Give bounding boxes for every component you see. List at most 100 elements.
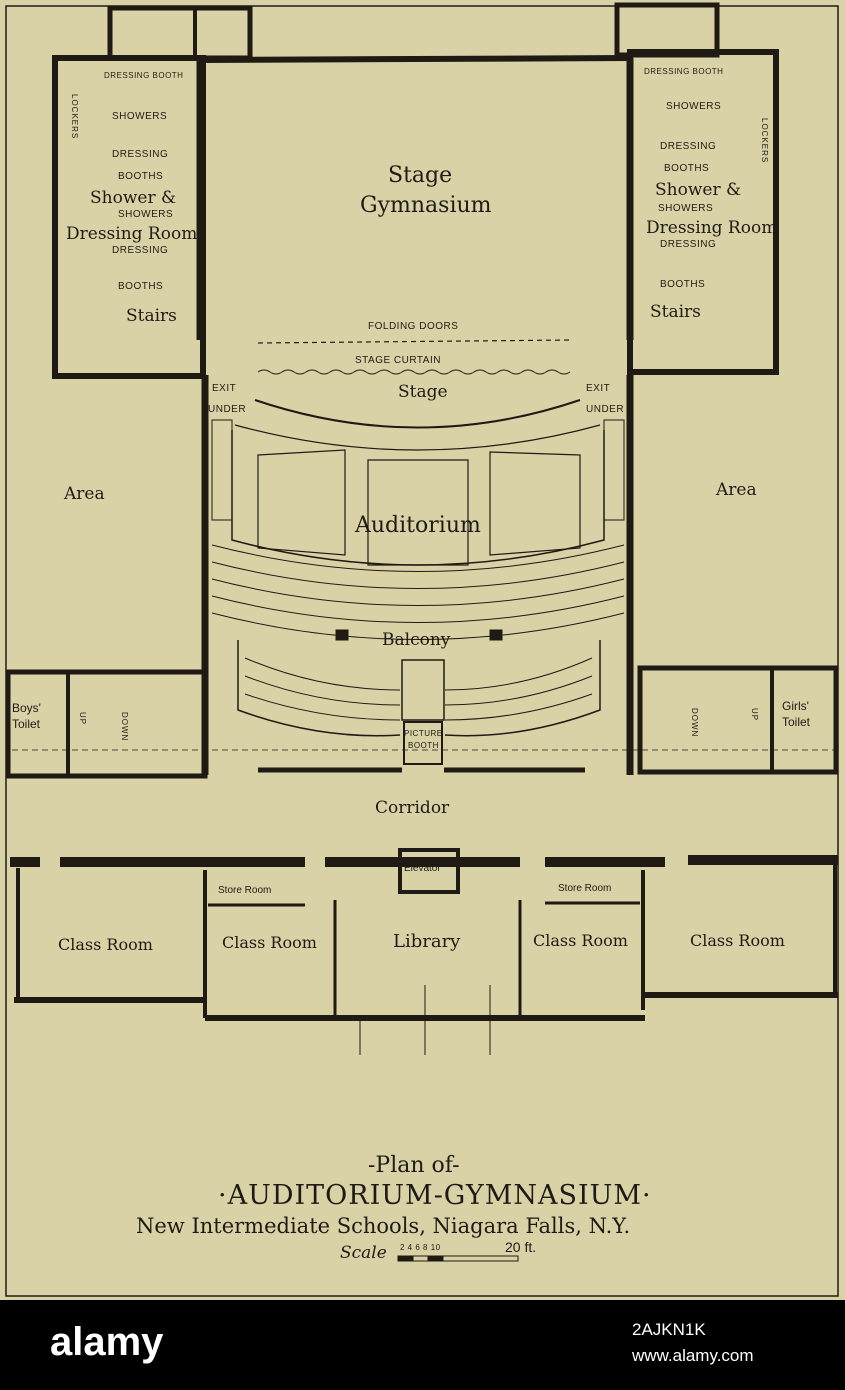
class-room-3-label: Class Room: [533, 931, 628, 950]
side-stair-left: [211, 419, 233, 521]
floor-plan: Stage Gymnasium FOLDING DOORS STAGE CURT…: [0, 0, 845, 1300]
left-dressing-label: DRESSING: [112, 149, 169, 160]
picture-booth-label-1: PICTURE: [404, 729, 443, 738]
wall: [5, 669, 208, 779]
wall: [107, 5, 253, 61]
seating-row: [211, 544, 625, 572]
elevator-shaft: [398, 848, 460, 894]
exit-left-label: EXIT: [212, 383, 237, 394]
subtitle: New Intermediate Schools, Niagara Falls,…: [136, 1214, 631, 1238]
right-dressing-label: DRESSING: [660, 141, 717, 152]
left-dressing-booth-label: DRESSING BOOTH: [104, 71, 184, 80]
seating-block: [489, 451, 581, 556]
balcony-row: [244, 693, 401, 721]
floor-plan-drawing: [5, 2, 839, 1297]
scale-bar-fill: [397, 1255, 414, 1262]
corridor-label: Corridor: [375, 798, 450, 818]
stage-label: Stage: [398, 382, 448, 402]
folding-doors-line: [257, 339, 573, 344]
elevator-label: Elevator: [404, 863, 441, 874]
seating-row: [211, 612, 625, 640]
class-room-1-label: Class Room: [58, 935, 153, 954]
seating-block: [367, 459, 469, 566]
stair-down-label: DOWN: [690, 708, 699, 738]
scale-bar: [397, 1255, 519, 1262]
balcony-aisle: [401, 659, 445, 721]
balcony-label: Balcony: [382, 630, 451, 650]
wall: [637, 665, 839, 775]
balcony-row: [444, 640, 601, 737]
stage-curtain-label: STAGE CURTAIN: [355, 355, 441, 366]
boys-toilet-label-1: Boys': [12, 701, 41, 715]
site-url: www.alamy.com: [632, 1346, 754, 1365]
right-lockers-label: LOCKERS: [760, 118, 769, 164]
scale-end: 20 ft.: [505, 1239, 537, 1255]
store-room-left-label: Store Room: [218, 885, 272, 896]
left-showers-2-label: SHOWERS: [118, 209, 174, 220]
seating-block: [257, 449, 346, 556]
exit-right-label: EXIT: [586, 383, 611, 394]
area-right-label: Area: [716, 480, 757, 500]
plan-of-title: -Plan of-: [368, 1153, 460, 1178]
left-showers-label: SHOWERS: [112, 111, 168, 122]
auditorium-label: Auditorium: [355, 513, 481, 538]
stock-footer: alamy 2AJKN1K www.alamy.com: [0, 1300, 845, 1390]
stage-front-arc: [254, 399, 581, 429]
stair-up-label: UP: [750, 708, 759, 722]
stage-gym-label-2: Gymnasium: [360, 193, 492, 218]
left-lockers-label: LOCKERS: [70, 94, 79, 140]
stair-up-label: UP: [78, 712, 87, 726]
left-stairs-label: Stairs: [126, 306, 177, 326]
girls-toilet-label-2: Toilet: [782, 715, 811, 729]
column: [489, 629, 503, 641]
balcony-row: [444, 675, 593, 706]
brand-logo: alamy: [50, 1320, 164, 1364]
folding-doors-label: FOLDING DOORS: [368, 321, 459, 332]
picture-booth-label-2: BOOTH: [408, 741, 439, 750]
right-showers-label: SHOWERS: [666, 101, 722, 112]
seating-row: [211, 595, 625, 623]
right-shower-label: Shower &: [655, 180, 742, 200]
balcony-row: [444, 693, 593, 721]
scale-word: Scale: [340, 1243, 387, 1263]
picture-booth: [403, 721, 443, 765]
stage-gym-label-1: Stage: [388, 163, 453, 188]
balcony-row: [244, 675, 401, 706]
seating-row: [211, 561, 625, 589]
wall: [199, 55, 631, 63]
right-booths-2-label: BOOTHS: [660, 279, 706, 290]
right-stairs-label: Stairs: [650, 302, 701, 322]
exit-right-under-label: UNDER: [586, 404, 625, 415]
balcony-row: [237, 640, 401, 737]
scale-ticks: 2 4 6 8 10: [400, 1243, 441, 1252]
left-dressing-2-label: DRESSING: [112, 245, 169, 256]
class-room-4-label: Class Room: [690, 931, 785, 950]
column: [335, 629, 349, 641]
store-room-right-label: Store Room: [558, 883, 612, 894]
girls-toilet-label-1: Girls': [782, 699, 809, 713]
wall: [614, 2, 720, 58]
left-shower-label: Shower &: [90, 188, 177, 208]
side-stair-right: [603, 419, 625, 521]
left-booths-2-label: BOOTHS: [118, 281, 164, 292]
stair-down-label: DOWN: [120, 712, 129, 742]
page-frame: [5, 5, 839, 1297]
exit-left-under-label: UNDER: [208, 404, 247, 415]
right-showers-2-label: SHOWERS: [658, 203, 714, 214]
balcony-row: [244, 657, 401, 691]
balcony-row: [444, 657, 593, 691]
boys-toilet-label-2: Toilet: [12, 717, 41, 731]
scale-bar-fill: [427, 1255, 444, 1262]
right-dressing-2-label: DRESSING: [660, 239, 717, 250]
right-dressing-booth-label: DRESSING BOOTH: [644, 67, 724, 76]
left-dressing-room-label: Dressing Room: [66, 224, 198, 244]
seating-row: [211, 578, 625, 606]
stage-front-arc: [234, 424, 601, 451]
stage-curtain-line: [257, 369, 571, 375]
library-label: Library: [393, 931, 461, 952]
image-id: 2AJKN1K: [632, 1320, 706, 1339]
left-booths-label: BOOTHS: [118, 171, 164, 182]
class-room-2-label: Class Room: [222, 933, 317, 952]
right-booths-label: BOOTHS: [664, 163, 710, 174]
